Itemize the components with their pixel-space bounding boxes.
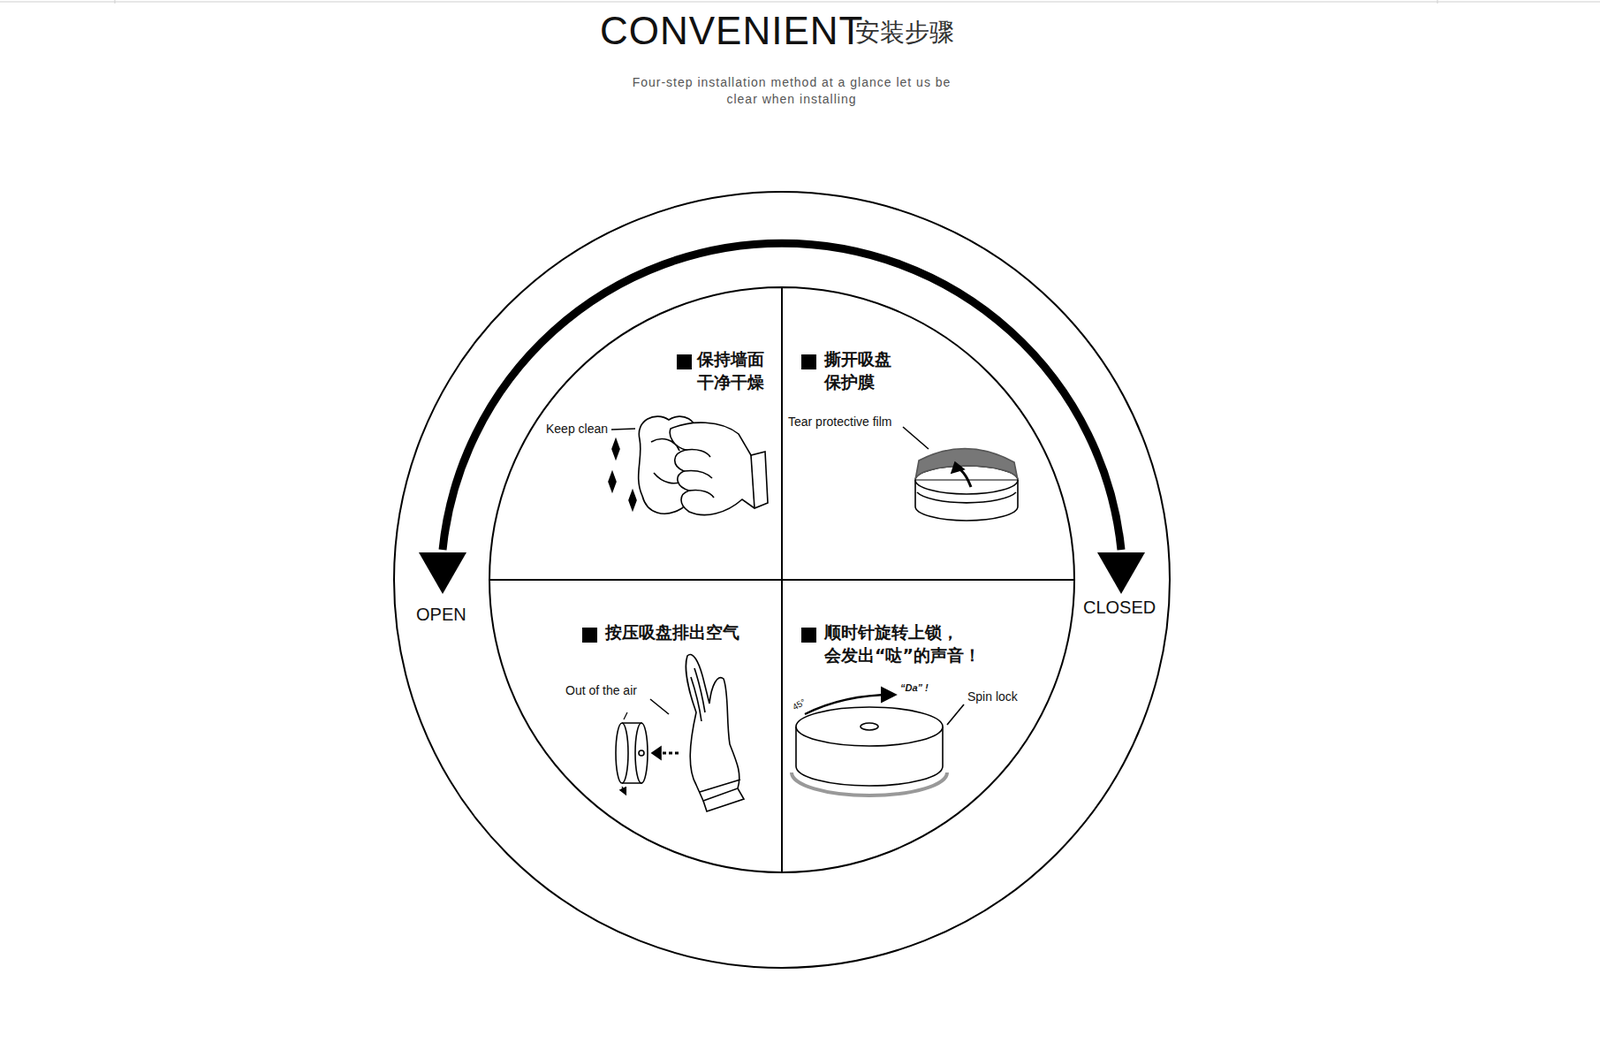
callout-label: Tear protective film (788, 414, 892, 429)
callout-label: Spin lock (967, 689, 1018, 704)
step-heading: 保持墙面 干净干燥 (697, 348, 770, 394)
closed-label: CLOSED (1083, 597, 1156, 618)
title-chinese: 安装步骤 (855, 15, 955, 50)
bullet-square (801, 627, 817, 643)
step-heading: 按压吸盘排出空气 (605, 621, 740, 645)
title: CONVENIENT (599, 8, 864, 54)
bullet-square (582, 627, 598, 643)
callout-label: Out of the air (565, 682, 637, 698)
quadrant: 按压吸盘排出空气 Out of the air (489, 579, 782, 873)
quadrant-outline (489, 287, 782, 580)
bullet-square (801, 354, 817, 370)
step-heading: 撕开吸盘 保护膜 (824, 348, 897, 394)
open-label: OPEN (416, 604, 467, 625)
subtitle: Four-step installation method at a glanc… (627, 74, 956, 108)
sound-label: “Da” ! (900, 682, 929, 693)
quadrant: 顺时针旋转上锁， 会发出“哒”的声音！ Spin lock “Da” ! 45° (781, 579, 1075, 873)
step-heading: 顺时针旋转上锁， 会发出“哒”的声音！ (824, 621, 1001, 667)
quadrant: 保持墙面 干净干燥 Keep clean (489, 287, 782, 580)
angle-label: 45° (790, 696, 808, 712)
quadrant: 撕开吸盘 保护膜 Tear protective film (781, 287, 1075, 580)
quadrant-outline (781, 287, 1075, 580)
callout-label: Keep clean (545, 421, 608, 436)
bullet-square (676, 354, 692, 370)
